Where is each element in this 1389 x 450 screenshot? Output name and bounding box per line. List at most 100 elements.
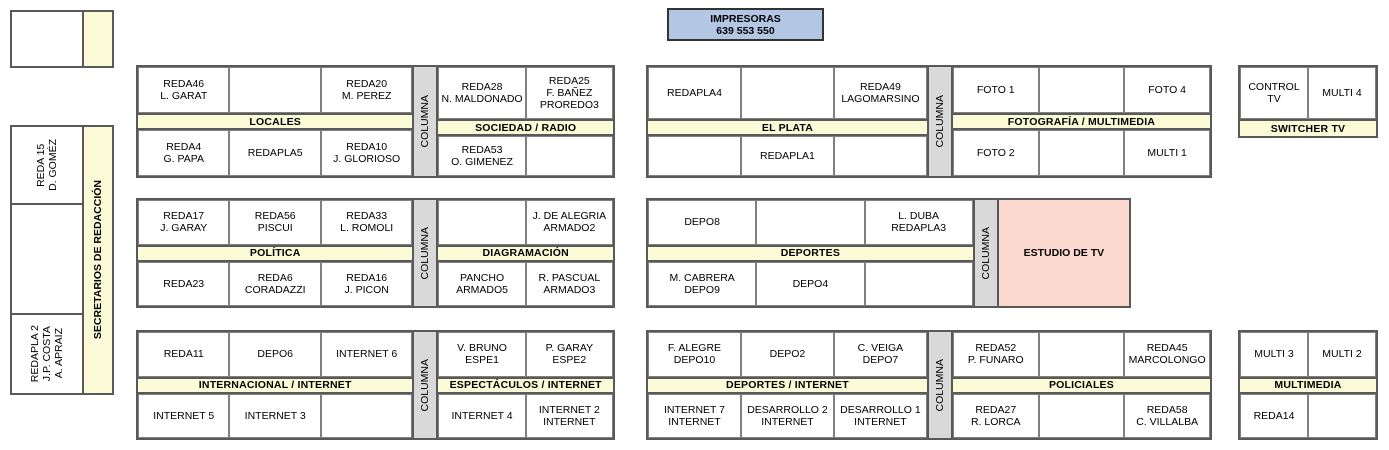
- desk-cell[interactable]: INTERNET 5: [138, 393, 230, 438]
- desk-cell[interactable]: DEPO2: [740, 332, 834, 377]
- seat-row-top: REDA17 J. GARAY REDA56 PISCUI REDA33 L. …: [138, 200, 413, 245]
- desk-cell[interactable]: DESARROLLO 2 INTERNET: [740, 393, 834, 438]
- desk-cell[interactable]: R. PASCUAL ARMADO3: [525, 261, 614, 306]
- block-multimedia[interactable]: MULTI 3 MULTI 2 MULTIMEDIA REDA14: [1238, 330, 1378, 440]
- seat-row-bottom: REDA4 G. PAPA REDAPLA5 REDA10 J. GLORIOS…: [138, 130, 413, 176]
- block-deportesinternet-policiales[interactable]: F. ALEGRE DEPO10 DEPO2 C. VEIGA DEPO7 DE…: [646, 330, 1212, 440]
- band-label: MULTIMEDIA: [1240, 376, 1376, 394]
- desk-cell[interactable]: REDA10 J. GLORIOSO: [320, 130, 413, 176]
- desk-cell[interactable]: REDA23: [138, 261, 230, 306]
- desk-cell[interactable]: [1038, 332, 1125, 377]
- desk-cell[interactable]: REDA46 L. GARAT: [138, 67, 230, 113]
- desk-cell[interactable]: REDA 15 D. GOMÉZ: [12, 127, 82, 205]
- desk-cell[interactable]: MULTI 4: [1308, 67, 1376, 119]
- desk-cell[interactable]: REDA52 P. FUNARO: [952, 332, 1039, 377]
- desk-cell[interactable]: REDA6 CORADAZZI: [229, 261, 321, 306]
- secretaries-main-cells: REDA 15 D. GOMÉZ REDAPLA 2 J.P. COSTA A.…: [12, 127, 82, 393]
- desk-cell[interactable]: REDA11: [138, 332, 230, 377]
- seat-row-top: REDA46 L. GARAT REDA20 M. PEREZ: [138, 67, 413, 113]
- desk-cell[interactable]: PANCHO ARMADO5: [438, 261, 526, 306]
- estudio-de-tv-area[interactable]: ESTUDIO DE TV: [998, 200, 1130, 306]
- desk-cell[interactable]: DEPO6: [229, 332, 321, 377]
- desk-cell[interactable]: J. DE ALEGRIA ARMADO2: [525, 200, 614, 245]
- block-locales-sociedad[interactable]: REDA46 L. GARAT REDA20 M. PEREZ LOCALES …: [136, 65, 615, 178]
- columna-label: COLUMNA: [933, 358, 946, 412]
- desk-cell[interactable]: [229, 67, 321, 113]
- desk-cell[interactable]: REDA58 C. VILLALBA: [1124, 393, 1210, 438]
- desk-cell[interactable]: [438, 200, 526, 245]
- wing-deportes: DEPO8 L. DUBA REDAPLA3 DEPORTES M. CABRE…: [648, 200, 973, 306]
- seat-row-top: F. ALEGRE DEPO10 DEPO2 C. VEIGA DEPO7: [648, 332, 927, 377]
- desk-cell[interactable]: REDA16 J. PICON: [320, 261, 413, 306]
- seat-row-bottom: M. CABRERA DEPO9 DEPO4: [648, 261, 973, 306]
- wing-fotografia: FOTO 1 FOTO 4 FOTOGRAFÍA / MULTIMEDIA FO…: [952, 67, 1210, 176]
- wing-espectaculos: V. BRUNO ESPE1 P. GARAY ESPE2 ESPECTÁCUL…: [438, 332, 614, 438]
- desk-cell[interactable]: [1038, 67, 1125, 113]
- secretaries-top-box[interactable]: [10, 10, 114, 68]
- desk-cell[interactable]: [1038, 393, 1125, 438]
- desk-cell[interactable]: REDA20 M. PEREZ: [320, 67, 413, 113]
- desk-cell[interactable]: DESARROLLO 1 INTERNET: [833, 393, 927, 438]
- desk-cell[interactable]: C. VEIGA DEPO7: [833, 332, 927, 377]
- desk-cell[interactable]: REDA4 G. PAPA: [138, 130, 230, 176]
- seat-row-bottom: INTERNET 7 INTERNET DESARROLLO 2 INTERNE…: [648, 393, 927, 438]
- desk-cell[interactable]: FOTO 4: [1124, 67, 1210, 113]
- desk-cell[interactable]: FOTO 2: [952, 130, 1039, 176]
- seat-row-top: CONTROL TV MULTI 4: [1240, 67, 1376, 119]
- secretaries-top-cells: [12, 12, 82, 66]
- desk-cell[interactable]: REDA33 L. ROMOLI: [320, 200, 413, 245]
- desk-cell[interactable]: CONTROL TV: [1240, 67, 1308, 119]
- desk-cell[interactable]: V. BRUNO ESPE1: [438, 332, 526, 377]
- desk-cell[interactable]: FOTO 1: [952, 67, 1039, 113]
- desk-cell[interactable]: REDAPLA1: [740, 136, 834, 176]
- desk-cell[interactable]: INTERNET 7 INTERNET: [648, 393, 741, 438]
- desk-cell[interactable]: REDA45 MARCOLONGO: [1124, 332, 1210, 377]
- desk-cell[interactable]: MULTI 1: [1124, 130, 1210, 176]
- desk-cell[interactable]: DEPO8: [648, 200, 757, 245]
- desk-cell[interactable]: M. CABRERA DEPO9: [648, 261, 757, 306]
- desk-cell[interactable]: REDA53 O. GIMENEZ: [438, 136, 526, 176]
- desk-cell[interactable]: [1308, 393, 1376, 438]
- desk-cell[interactable]: REDAPLA5: [229, 130, 321, 176]
- desk-cell[interactable]: REDA14: [1240, 393, 1308, 438]
- block-deportes-estudio[interactable]: DEPO8 L. DUBA REDAPLA3 DEPORTES M. CABRE…: [646, 198, 1131, 308]
- desk-cell[interactable]: L. DUBA REDAPLA3: [864, 200, 973, 245]
- secretaries-main-box[interactable]: REDA 15 D. GOMÉZ REDAPLA 2 J.P. COSTA A.…: [10, 125, 114, 395]
- desk-cell[interactable]: INTERNET 3: [229, 393, 321, 438]
- block-elplata-fotografia[interactable]: REDAPLA4 REDA49 LAGOMARSINO EL PLATA RED…: [646, 65, 1212, 178]
- desk-cell[interactable]: MULTI 3: [1240, 332, 1308, 377]
- desk-cell[interactable]: REDAPLA 2 J.P. COSTA A. APRAIZ: [12, 315, 82, 393]
- desk-cell[interactable]: REDA56 PISCUI: [229, 200, 321, 245]
- desk-cell[interactable]: REDA49 LAGOMARSINO: [833, 67, 927, 119]
- desk-cell[interactable]: P. GARAY ESPE2: [525, 332, 614, 377]
- desk-cell[interactable]: [864, 261, 973, 306]
- desk-cell[interactable]: INTERNET 4: [438, 393, 526, 438]
- desk-cell[interactable]: F. ALEGRE DEPO10: [648, 332, 741, 377]
- desk-cell[interactable]: [320, 393, 413, 438]
- desk-cell[interactable]: INTERNET 2 INTERNET: [525, 393, 614, 438]
- seat-row-bottom: REDA53 O. GIMENEZ: [438, 136, 614, 176]
- desk-cell[interactable]: [1038, 130, 1125, 176]
- desk-cell[interactable]: [756, 200, 865, 245]
- block-switcher-tv[interactable]: CONTROL TV MULTI 4 SWITCHER TV: [1238, 65, 1378, 138]
- wing-internacional: REDA11 DEPO6 INTERNET 6 INTERNACIONAL / …: [138, 332, 413, 438]
- seat-row-bottom: REDAPLA1: [648, 136, 927, 176]
- block-internacional-espectaculos[interactable]: REDA11 DEPO6 INTERNET 6 INTERNACIONAL / …: [136, 330, 615, 440]
- desk-cell[interactable]: REDAPLA4: [648, 67, 741, 119]
- desk-cell[interactable]: [525, 136, 614, 176]
- desk-cell[interactable]: [648, 136, 741, 176]
- desk-cell[interactable]: REDA17 J. GARAY: [138, 200, 230, 245]
- desk-cell[interactable]: INTERNET 6: [320, 332, 413, 377]
- desk-cell[interactable]: [12, 205, 82, 315]
- desk-cell[interactable]: MULTI 2: [1308, 332, 1376, 377]
- desk-cell[interactable]: REDA28 N. MALDONADO: [438, 67, 526, 119]
- block-politica-diagramacion[interactable]: REDA17 J. GARAY REDA56 PISCUI REDA33 L. …: [136, 198, 615, 308]
- desk-cell[interactable]: [833, 136, 927, 176]
- desk-cell[interactable]: [740, 67, 834, 119]
- desk-cell[interactable]: REDA27 R. LORCA: [952, 393, 1039, 438]
- band-label: SWITCHER TV: [1240, 119, 1376, 136]
- desk-cell[interactable]: [12, 12, 82, 66]
- desk-cell[interactable]: REDA25 F. BAÑEZ PROREDO3: [525, 67, 614, 119]
- desk-cell[interactable]: DEPO4: [756, 261, 865, 306]
- columna-label: COLUMNA: [979, 226, 992, 280]
